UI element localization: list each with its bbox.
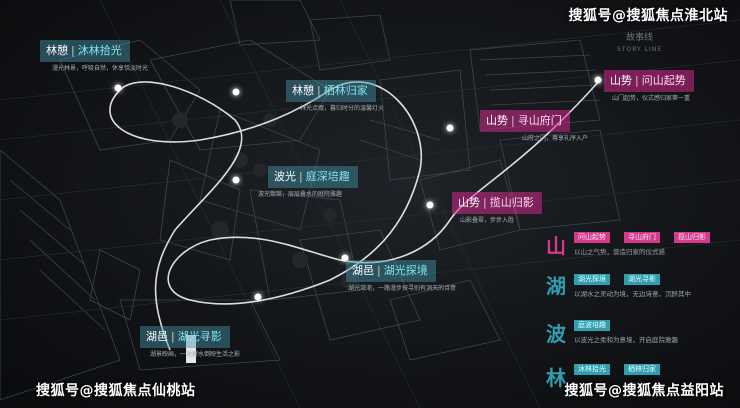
legend-desc: 以湖水之灵动为境，无边诗意，沉醉其中 bbox=[574, 290, 691, 298]
legend-tag: 栖林归家 bbox=[624, 364, 660, 375]
label-desc: 波光粼粼，层层叠水的庭院雅趣 bbox=[258, 191, 343, 198]
label-huyi2: 湖邑|湖光寻影 bbox=[140, 326, 230, 348]
label-main: 波光 bbox=[274, 170, 296, 183]
legend-tag: 揽山归影 bbox=[674, 232, 710, 243]
label-linqi: 林憩|栖林归家 bbox=[286, 80, 376, 102]
label-sub: 湖光探境 bbox=[383, 264, 428, 277]
story-title-en: STORY LINE bbox=[617, 46, 662, 53]
label-desc: 漫光林景，呼吸自然，休享恬淡时光 bbox=[52, 65, 149, 72]
label-sub: 湖光寻影 bbox=[177, 330, 222, 343]
label-desc: 湖光潋滟，一路漫步探寻别有洞天的诗意 bbox=[348, 285, 457, 292]
label-desc: 林光点缀，暮归时分的温馨灯火 bbox=[300, 105, 385, 112]
label-main: 湖邑 bbox=[146, 330, 168, 343]
legend-char-shan: 山 bbox=[546, 234, 566, 258]
legend-char-bo: 波 bbox=[546, 322, 566, 346]
light-post bbox=[186, 335, 196, 363]
legend-tag: 问山起势 bbox=[574, 232, 610, 243]
label-shanshi-1: 山势|问山起势 bbox=[604, 70, 694, 92]
legend-char-lin: 林 bbox=[546, 366, 566, 390]
legend-tag: 沐林拾光 bbox=[574, 364, 610, 375]
legend-tag: 庭波培趣 bbox=[574, 320, 610, 331]
legend-tag: 湖光寻影 bbox=[624, 274, 660, 285]
legend-tag: 寻山府门 bbox=[624, 232, 660, 243]
watermark-bottom-left: 搜狐号@搜狐焦点仙桃站 bbox=[36, 383, 196, 399]
watermark-top-right: 搜狐号@搜狐焦点淮北站 bbox=[568, 8, 728, 24]
label-shanshi-2: 山势|寻山府门 bbox=[480, 110, 570, 132]
legend-char-hu: 湖 bbox=[546, 274, 566, 298]
legend-desc: 以波光之柔和为意境，开启庭院雅趣 bbox=[574, 336, 678, 344]
label-desc: 山门起势，仪式感归家第一重 bbox=[612, 95, 691, 102]
label-linxie: 林憩|沐林拾光 bbox=[40, 40, 130, 62]
label-sub: 问山起势 bbox=[641, 74, 686, 87]
label-huyi: 湖邑|湖光探境 bbox=[346, 260, 436, 282]
label-sub: 揽山归影 bbox=[489, 196, 534, 209]
label-shanshi-3: 山势|揽山归影 bbox=[452, 192, 542, 214]
label-main: 湖邑 bbox=[352, 264, 374, 277]
label-desc: 山府之门，尊享礼序入户 bbox=[522, 135, 589, 142]
label-main: 林憩 bbox=[46, 44, 68, 57]
path-nodes bbox=[114, 76, 602, 301]
label-desc: 山影叠翠，步步入胜 bbox=[460, 217, 515, 224]
building-outlines bbox=[0, 0, 621, 401]
label-main: 山势 bbox=[610, 74, 632, 87]
trees bbox=[172, 112, 359, 289]
legend-desc: 以山之气势，营造归家的仪式感 bbox=[574, 248, 665, 256]
story-title-cn: 故事线 bbox=[626, 33, 654, 43]
label-main: 山势 bbox=[458, 196, 480, 209]
label-desc: 湖景映画，一池碧水倒映生活之影 bbox=[150, 351, 241, 358]
watermark-bottom-right: 搜狐号@搜狐焦点益阳站 bbox=[564, 383, 724, 399]
label-main: 山势 bbox=[486, 114, 508, 127]
story-line-title: 故事线 STORY LINE bbox=[617, 33, 662, 55]
legend-tag: 湖光探境 bbox=[574, 274, 610, 285]
label-sub: 栖林归家 bbox=[323, 84, 368, 97]
label-main: 林憩 bbox=[292, 84, 314, 97]
label-sub: 庭深培趣 bbox=[305, 170, 350, 183]
label-boguang: 波光|庭深培趣 bbox=[268, 166, 358, 188]
label-sub: 寻山府门 bbox=[517, 114, 562, 127]
label-sub: 沐林拾光 bbox=[77, 44, 122, 57]
